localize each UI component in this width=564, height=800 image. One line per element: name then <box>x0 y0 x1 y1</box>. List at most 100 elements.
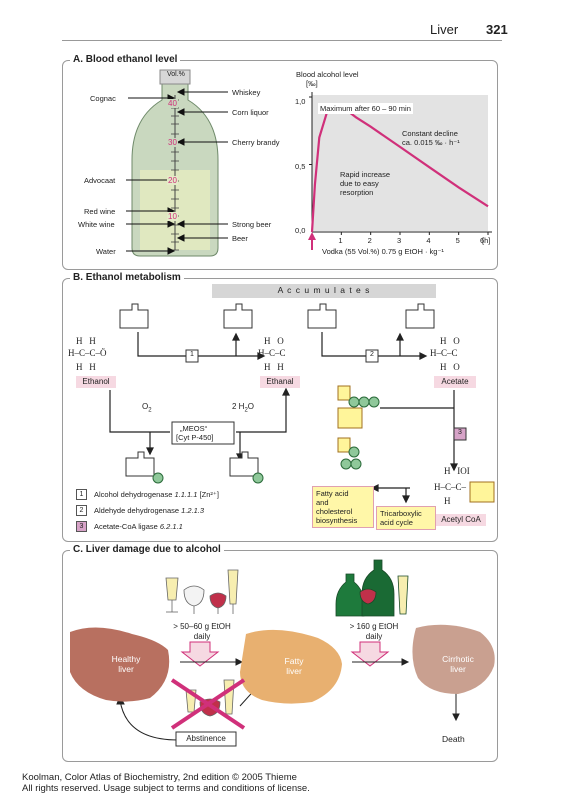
acetylcoa-structure-top: H IOI <box>444 466 470 476</box>
chart-ytick-1: 1,0 <box>295 97 306 106</box>
ethanal-structure-mid: H–C–C <box>258 348 286 358</box>
pp-phosphate-2 <box>350 458 362 470</box>
ethanol-structure-mid: H–C–C–Ö <box>68 348 107 358</box>
nadph-phosphate-2 <box>252 472 264 484</box>
acetyl-coa-icon <box>469 481 495 503</box>
chart-ytick-0: 0,0 <box>295 226 306 235</box>
bottle-cap <box>159 69 191 85</box>
nad-icons-top <box>119 303 435 329</box>
label-water: Water <box>96 247 116 256</box>
acetate-structure-bottom: H O <box>440 362 460 372</box>
cirrhotic-liver-label: Cirrhotic liver <box>428 654 488 674</box>
step-3-number: 3 <box>458 429 462 436</box>
atp-adenine-icon <box>337 385 351 401</box>
chart-xtick-label: 4 <box>426 236 431 245</box>
step-2-number: 2 <box>370 351 374 358</box>
chart-xunit: [h] <box>482 236 491 245</box>
annotation-rapid-increase: Rapid increase <box>340 170 391 179</box>
acetate-structure-top: H O <box>440 336 460 346</box>
cross-line-2 <box>170 678 246 730</box>
dose-2-label: > 160 g EtOH daily <box>334 622 414 642</box>
legend-1-box: 1 <box>76 489 87 500</box>
healthy-line-2: liver <box>118 664 134 674</box>
dose-2-line-1: > 160 g EtOH <box>349 622 399 631</box>
glasses-group-1 <box>165 569 239 614</box>
pink-arrows <box>180 641 390 667</box>
acetyl-coa-label: Acetyl CoA <box>436 514 486 526</box>
bottle-scale-ticks <box>171 99 179 251</box>
chart-xlabel: Vodka (55 Vol.%) 0.75 g EtOH · kg⁻¹ <box>322 247 444 256</box>
fatty-line-2: liver <box>286 666 302 676</box>
legend-1-text: Alcohol dehydrogenase 1.1.1.1 [Zn²⁺] <box>94 490 219 499</box>
abstinence-label: Abstinence <box>186 734 226 743</box>
meos-box <box>171 421 235 445</box>
abstinence-box <box>175 731 237 747</box>
healthy-line-1: Healthy <box>111 654 141 664</box>
ethanol-structure-top: H H <box>76 336 96 346</box>
fatty-acid-line-4: biosynthesis <box>316 516 358 525</box>
dose-1-label: > 50–60 g EtOH daily <box>162 622 242 642</box>
ethanol-structure-bottom: H H <box>76 362 96 372</box>
panel-c-title: C. Liver damage due to alcohol <box>70 544 224 555</box>
footer-copyright: Koolman, Color Atlas of Biochemistry, 2n… <box>22 772 297 783</box>
nadph-icon-1 <box>125 451 155 477</box>
step-1-number: 1 <box>190 351 194 358</box>
chart-xtick-label: 5 <box>455 236 460 245</box>
bottle-right-arrows <box>176 88 228 242</box>
acetylcoa-structure-bottom: H <box>444 496 451 506</box>
acetate-label: Acetate <box>434 376 476 388</box>
bottle-tick-30: 30 <box>167 138 178 147</box>
chart-ytick-05: 0,5 <box>295 162 306 171</box>
fatty-liver-label: Fatty liver <box>264 656 324 676</box>
atp-phosphate-3 <box>368 396 380 408</box>
intake-arrow-head <box>308 232 316 240</box>
label-red-wine: Red wine <box>84 207 116 216</box>
label-strong-beer: Strong beer <box>232 220 272 229</box>
legend-3-box: 3 <box>76 521 87 532</box>
cirrhotic-line-2: liver <box>450 664 466 674</box>
bottle-tick-10: 10 <box>167 212 178 221</box>
label-cherry-brandy: Cherry brandy <box>232 138 280 147</box>
dose-1-line-1: > 50–60 g EtOH <box>173 622 231 631</box>
accumulates-band <box>212 284 436 298</box>
label-white-wine: White wine <box>78 220 115 229</box>
fatty-liver-shape <box>240 629 342 704</box>
label-beer: Beer <box>232 234 248 243</box>
tca-line-2: acid cycle <box>380 518 413 527</box>
page-number: 321 <box>486 22 508 37</box>
annotation-constant-decline: Constant decline <box>402 129 458 138</box>
panel-b-title: B. Ethanol metabolism <box>70 272 184 283</box>
water-label: 2 H2O <box>232 402 255 414</box>
chart-ylabel: Blood alcohol level <box>296 70 359 79</box>
label-corn-liquor: Corn liquor <box>232 108 269 117</box>
step-1-box <box>185 349 199 363</box>
fatty-acid-box: Fatty acid and cholesterol biosynthesis <box>312 486 374 528</box>
healthy-liver-label: Healthy liver <box>96 654 156 674</box>
death-label: Death <box>442 734 465 744</box>
step-3-box <box>453 427 467 441</box>
legend-2-box: 2 <box>76 505 87 516</box>
tca-line-1: Tricarboxylic <box>380 509 422 518</box>
ethanal-structure-top: H O <box>264 336 284 346</box>
ethanol-label: Ethanol <box>76 376 116 388</box>
panel-b <box>62 278 498 542</box>
bottle-tick-20: 20 <box>167 176 178 185</box>
amp-adenine-icon <box>337 437 351 453</box>
panel-a <box>62 60 498 270</box>
panel-c <box>62 550 498 762</box>
fatty-acid-line-1: Fatty acid <box>316 489 349 498</box>
chart-xtick-label: 1 <box>338 236 343 245</box>
nadph-phosphate-1 <box>152 472 164 484</box>
annotation-resorption: resorption <box>340 188 374 197</box>
nadph-icon-2 <box>229 451 259 477</box>
cirrhotic-line-1: Cirrhotic <box>442 654 474 664</box>
step-2-box <box>365 349 379 363</box>
annotation-maximum: Maximum after 60 – 90 min <box>318 103 413 114</box>
bottle-tick-40: 40 <box>167 99 178 108</box>
dose-2-line-2: daily <box>365 632 383 641</box>
fatty-acid-line-3: cholesterol <box>316 507 353 516</box>
legend-2-text: Aldehyde dehydrogenase 1.2.1.3 <box>94 506 205 515</box>
